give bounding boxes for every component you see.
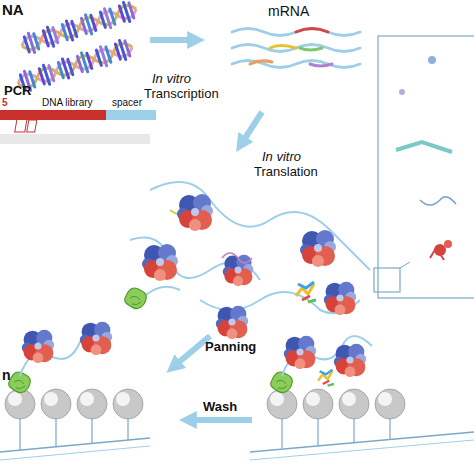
step-heading: PCR [4, 84, 31, 98]
end-marker: 5 [2, 97, 8, 108]
step-label: n [2, 368, 11, 383]
step-label: Translation [254, 165, 318, 179]
step-label: In vitro [262, 150, 301, 164]
step-label: Wash [203, 400, 237, 414]
step-label: NA [2, 2, 24, 19]
step-label: Transcription [144, 87, 219, 101]
dna-construct-bar: PCR DNA library spacer [0, 84, 156, 120]
segment-label: spacer [112, 97, 142, 108]
step-label: mRNA [268, 4, 309, 19]
segment-label: DNA library [42, 97, 93, 108]
step-label: In vitro [152, 72, 191, 86]
step-label: Panning [205, 340, 256, 354]
